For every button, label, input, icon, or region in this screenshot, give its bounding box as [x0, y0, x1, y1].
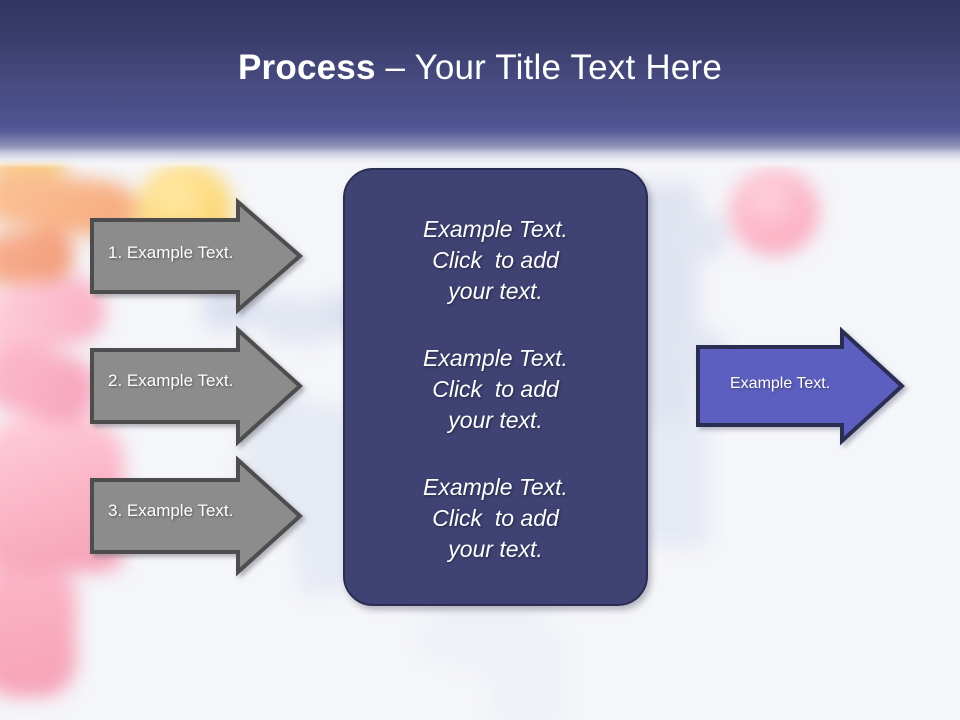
- puzzle-piece-bottom: [490, 630, 564, 720]
- result-arrow[interactable]: Example Text.: [694, 326, 906, 446]
- process-arrow-1-shape: [90, 197, 304, 315]
- center-text-block-3: Example Text. Click to add your text.: [345, 472, 646, 565]
- process-arrow-3[interactable]: 3. Example Text.: [88, 455, 304, 577]
- puzzle-knob-right-1: [679, 212, 728, 261]
- title-banner: [0, 0, 960, 168]
- center-block-3-line-2: Click to add: [432, 505, 559, 531]
- center-block-2-line-1: Example Text.: [423, 345, 568, 371]
- center-text-block-1: Example Text. Click to add your text.: [345, 214, 646, 307]
- process-arrow-2-shape: [90, 325, 303, 447]
- center-block-2-line-2: Click to add: [432, 376, 559, 402]
- result-arrow-shape: [696, 326, 905, 446]
- center-block-1-line-2: Click to add: [432, 247, 559, 273]
- process-arrow-2[interactable]: 2. Example Text.: [88, 325, 304, 447]
- center-block-2-line-3: your text.: [448, 407, 543, 433]
- process-arrow-3-shape: [90, 455, 303, 577]
- center-block-3-line-1: Example Text.: [423, 474, 568, 500]
- center-block-1-line-3: your text.: [448, 278, 543, 304]
- page-title: Process – Your Title Text Here: [0, 47, 960, 89]
- page-title-rest: – Your Title Text Here: [375, 48, 722, 87]
- pink-figure-head-blob: [729, 167, 820, 255]
- center-block-1-line-1: Example Text.: [423, 216, 568, 242]
- process-arrow-1[interactable]: 1. Example Text.: [88, 197, 304, 315]
- center-block-3-line-3: your text.: [448, 536, 543, 562]
- center-content-box[interactable]: Example Text. Click to add your text. Ex…: [343, 168, 648, 606]
- center-text-block-2: Example Text. Click to add your text.: [345, 343, 646, 436]
- page-title-bold: Process: [238, 48, 376, 87]
- pink-figure-leg-blob: [0, 572, 77, 697]
